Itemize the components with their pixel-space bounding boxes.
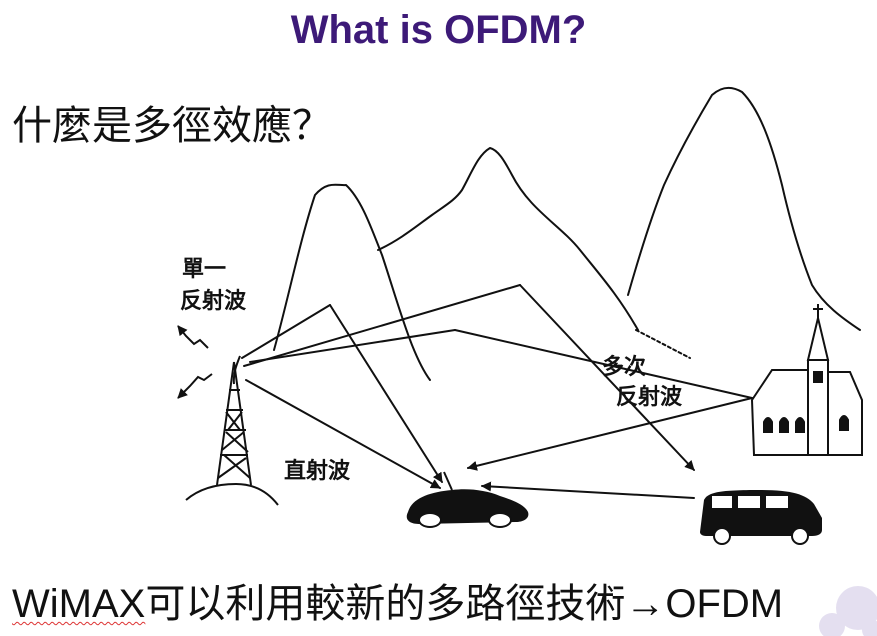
question-text: 什麼是多徑效應？: [12, 103, 332, 149]
caption-arrow: →: [625, 582, 666, 626]
signal-paths: [241, 284, 753, 499]
caption-tail: OFDM: [665, 582, 784, 626]
broadcast-signals: [177, 325, 213, 399]
bottom-caption: WiMAX可以利用較新的多路徑技術→OFDM: [12, 582, 783, 626]
caption-middle: 可以利用較新的多路徑技術: [145, 581, 626, 627]
church: [750, 304, 863, 456]
label-multi-reflection-line1: 多次: [602, 354, 646, 380]
slide-title: What is OFDM?: [290, 8, 587, 52]
mountains: [273, 86, 861, 381]
label-multi-reflection-line2: 反射波: [616, 384, 683, 410]
car: [406, 471, 529, 528]
transmitter-tower: [185, 355, 279, 506]
label-direct-wave: 直射波: [284, 458, 351, 484]
van: [700, 490, 822, 545]
label-single-reflection-line2: 反射波: [180, 288, 247, 314]
brand-text: WiMAX: [12, 582, 146, 626]
watermark-decoration: [819, 586, 877, 636]
label-single-reflection-line1: 單一: [182, 257, 226, 282]
